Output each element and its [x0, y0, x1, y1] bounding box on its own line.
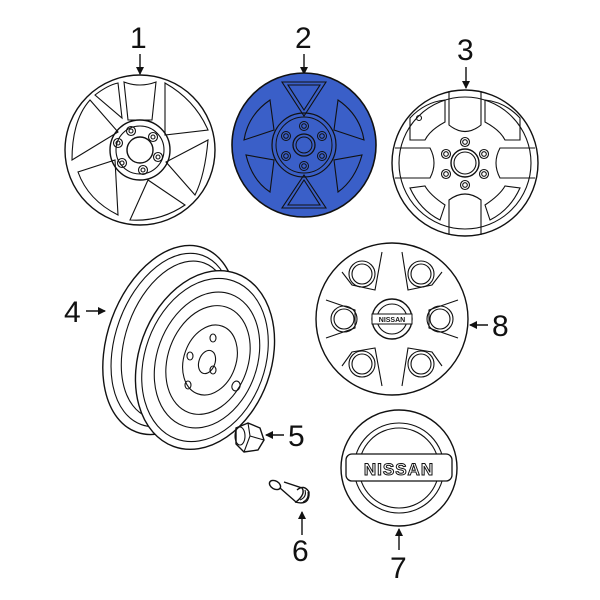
- valve-stem-icon: [268, 479, 310, 504]
- wheel-part-1[interactable]: 1: [64, 22, 216, 226]
- highlighted-center-bore: [292, 133, 316, 157]
- spare-wheel-front-rim: [134, 269, 276, 451]
- highlighted-wheel-windows: [243, 81, 365, 209]
- wheel-cover-vents: [325, 251, 459, 387]
- center-cap-outline: [340, 409, 458, 527]
- lug-nut-part-5[interactable]: 5: [234, 420, 305, 453]
- wheel-spokes: [71, 81, 209, 221]
- wheel-part-2-highlighted[interactable]: 2: [231, 22, 377, 218]
- valve-stem-part-6[interactable]: 6: [268, 479, 310, 568]
- spare-lug-holes: [184, 333, 217, 390]
- wheel-center-bore-inner: [453, 151, 477, 175]
- spare-valve-hole: [231, 380, 241, 392]
- wheel-part-3[interactable]: 3: [391, 34, 539, 237]
- wheel-rim-outline: [64, 74, 216, 226]
- highlighted-lug-holes: [281, 121, 327, 171]
- wheel-cover-brand-bar: [371, 313, 413, 325]
- wheel-cover-outline: [315, 242, 469, 396]
- highlighted-wheel-face: [231, 72, 377, 218]
- lug-holes: [112, 125, 164, 176]
- callout-number-5: 5: [288, 420, 305, 453]
- callout-number-2: 2: [295, 22, 312, 55]
- callout-number-6: 6: [292, 535, 309, 568]
- center-cap-brand-text: NISSAN: [364, 460, 434, 479]
- callout-number-1: 1: [130, 22, 147, 55]
- valve-hole: [415, 114, 423, 122]
- highlighted-center-bore-inner: [295, 136, 313, 154]
- wheel-center-bore: [450, 148, 480, 178]
- wheel-rim-inner-lip: [398, 96, 532, 230]
- callout-number-3: 3: [457, 34, 474, 67]
- callout-number-4: 4: [64, 296, 81, 329]
- spare-center-bore: [197, 349, 217, 375]
- highlighted-hub-ring: [271, 112, 337, 178]
- lug-holes: [440, 136, 490, 191]
- wheel-part-4-spare[interactable]: 4: [64, 227, 298, 469]
- callout-number-7: 7: [390, 552, 407, 585]
- wheel-cover-brand-text: NISSAN: [379, 317, 405, 324]
- callout-number-8: 8: [492, 310, 509, 343]
- wheel-spokes: [395, 91, 535, 235]
- center-cap-brand-bar: [345, 453, 453, 482]
- lug-nut-icon: [234, 422, 265, 453]
- highlighted-hub-inner-ring: [275, 116, 333, 174]
- wheel-cover-part-8[interactable]: NISSAN 8: [315, 242, 509, 396]
- wheel-rim-outline: [391, 89, 539, 237]
- wheel-hub-ring: [109, 119, 171, 181]
- wheel-center-bore: [126, 136, 154, 164]
- center-cap-part-7[interactable]: NISSAN 7: [340, 409, 458, 585]
